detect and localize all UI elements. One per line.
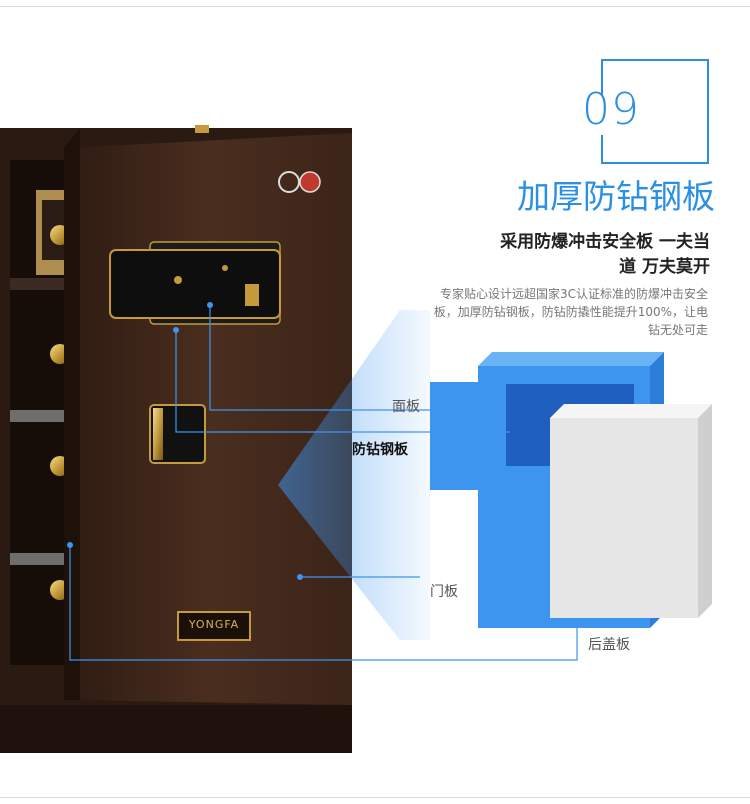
section-number: 09 [582, 84, 640, 135]
label-back-cover: 后盖板 [588, 637, 630, 653]
subtitle-line-2: 道 万夫莫开 [619, 257, 710, 277]
highlight-beam [278, 310, 430, 640]
brand-plate [177, 611, 251, 641]
shelf [10, 410, 80, 422]
shelf [10, 553, 80, 565]
ccc-mark [278, 171, 300, 193]
leader-dots [67, 302, 303, 580]
leader-lines [69, 305, 578, 661]
door-handle [149, 404, 206, 464]
shelf [10, 278, 80, 290]
bottom-divider [0, 797, 750, 798]
label-panel: 面板 [392, 399, 420, 415]
brand-plate-text: YONGFA [188, 618, 240, 631]
back-cover-layer [550, 418, 698, 618]
frame-gap [575, 95, 615, 135]
feature-subtitle: 采用防爆冲击安全板 一夫当 道 万夫莫开 [420, 230, 710, 280]
subtitle-line-1: 采用防爆冲击安全板 一夫当 [500, 232, 710, 252]
feature-description: 专家贴心设计远超国家3C认证标准的防爆冲击安全板，加厚防钻钢板，防钻防撬性能提升… [433, 287, 708, 337]
keypad-panel [109, 249, 281, 319]
cert-mark [299, 171, 321, 193]
panel-layer [430, 382, 478, 490]
label-door-plate: 门板 [430, 584, 458, 600]
feature-title: 加厚防钻钢板 [517, 177, 715, 216]
label-drill-plate: 防钻钢板 [352, 442, 408, 458]
top-divider [0, 6, 750, 7]
safe-base [0, 705, 352, 753]
